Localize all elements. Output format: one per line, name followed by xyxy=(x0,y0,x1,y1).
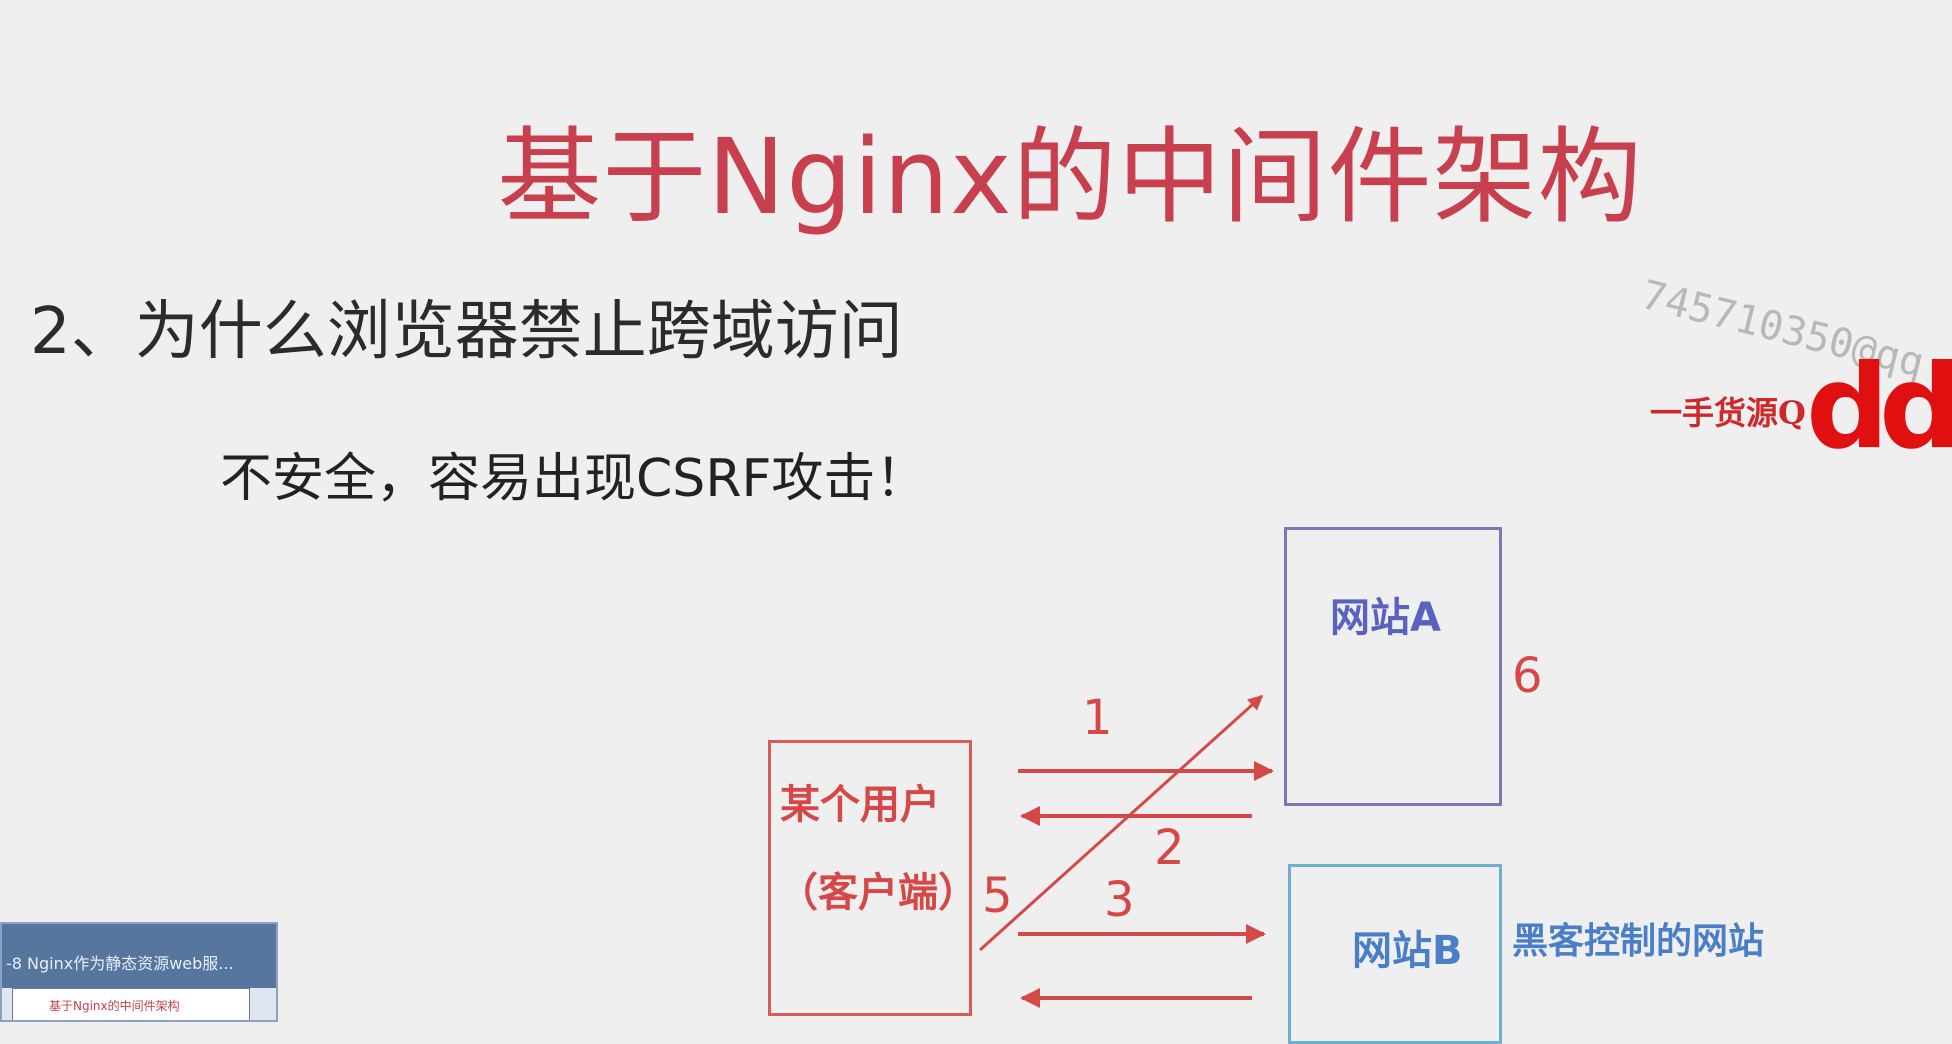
client-label-line2: （客户端） xyxy=(778,870,978,916)
watermark-ddd: ddd xyxy=(1806,340,1952,475)
step-number-3: 3 xyxy=(1104,872,1135,928)
client-box xyxy=(768,740,972,1016)
watermark-qq-text: 一手货源Q xyxy=(1650,394,1806,432)
site-b-label: 网站B xyxy=(1352,928,1463,974)
site-a-label: 网站A xyxy=(1330,595,1441,641)
site-a-box xyxy=(1284,527,1502,806)
thumbnail-window-title: -8 Nginx作为静态资源web服... xyxy=(6,954,234,973)
step-number-2: 2 xyxy=(1154,820,1185,876)
thumbnail-titlebar xyxy=(2,924,276,988)
step-number-6: 6 xyxy=(1512,648,1543,704)
hacker-site-label: 黑客控制的网站 xyxy=(1512,921,1765,962)
section-heading: 2、为什么浏览器禁止跨域访问 xyxy=(30,295,903,369)
arrow-step-5 xyxy=(978,694,1264,952)
section-subtext: 不安全，容易出现CSRF攻击！ xyxy=(220,449,928,509)
thumbnail-slide-preview: 基于Nginx的中间件架构 xyxy=(12,988,250,1020)
step-number-5: 5 xyxy=(982,868,1013,924)
client-label-line1: 某个用户 xyxy=(780,782,940,828)
slide-title: 基于Nginx的中间件架构 xyxy=(497,116,1643,238)
thumbnail-slide-caption: 基于Nginx的中间件架构 xyxy=(49,999,180,1013)
taskbar-thumbnail[interactable]: -8 Nginx作为静态资源web服... 基于Nginx的中间件架构 xyxy=(0,922,278,1022)
diagram-arrows xyxy=(978,694,1274,1008)
step-number-1: 1 xyxy=(1082,690,1113,746)
